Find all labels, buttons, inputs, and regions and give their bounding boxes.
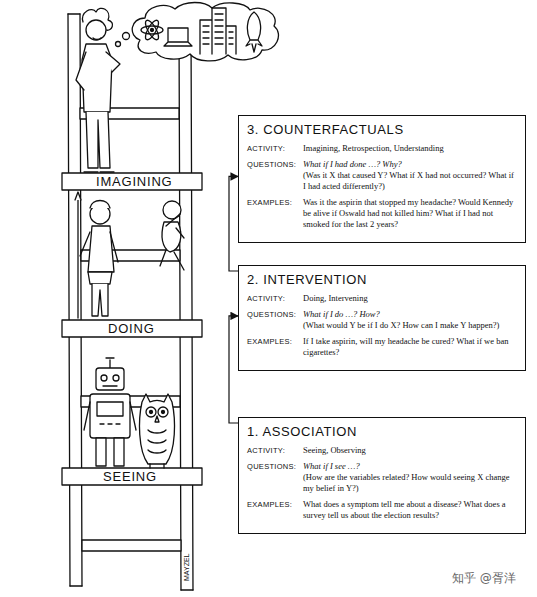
- ladder-plank: [62, 173, 202, 485]
- rung-label: DOING: [108, 321, 155, 336]
- field-value: Doing, Intervening: [303, 293, 517, 304]
- field-row: ACTIVITY:Seeing, Observing: [247, 445, 517, 456]
- field-value: What does a symptom tell me about a dise…: [303, 499, 517, 521]
- field-value: What if I do …? How?: [303, 309, 517, 320]
- field-label: EXAMPLES:: [247, 499, 303, 521]
- field-value-group: Was it the aspirin that stopped my heada…: [303, 197, 517, 230]
- field-label: ACTIVITY:: [247, 445, 303, 456]
- field-label: ACTIVITY:: [247, 293, 303, 304]
- level-heading: 3. COUNTERFACTUALS: [247, 122, 517, 137]
- field-row: EXAMPLES:What does a symptom tell me abo…: [247, 499, 517, 521]
- field-label: QUESTIONS:: [247, 461, 303, 494]
- field-row: QUESTIONS:What if I do …? How?(What woul…: [247, 309, 517, 331]
- field-row: EXAMPLES:Was it the aspirin that stopped…: [247, 197, 517, 230]
- association-box: 1. ASSOCIATION ACTIVITY:Seeing, Observing…: [238, 417, 526, 534]
- thought-bubble: [116, 3, 279, 61]
- level-heading: 2. INTERVENTION: [247, 272, 517, 287]
- einstein-figure: [76, 8, 120, 172]
- field-row: QUESTIONS:What if I had done …? Why?(Was…: [247, 159, 517, 192]
- field-value: If I take aspirin, will my headache be c…: [303, 336, 517, 358]
- robot-figure: [84, 358, 136, 466]
- field-value: Seeing, Observing: [303, 445, 517, 456]
- field-label: QUESTIONS:: [247, 309, 303, 331]
- ladder-rail: [179, 28, 193, 590]
- field-value-group: Doing, Intervening: [303, 293, 517, 304]
- field-row: EXAMPLES:If I take aspirin, will my head…: [247, 336, 517, 358]
- rung-label: IMAGINING: [96, 174, 173, 189]
- owl-figure: [140, 394, 175, 468]
- field-value-group: What does a symptom tell me about a dise…: [303, 499, 517, 521]
- field-value: (How are the variables related? How woul…: [303, 472, 517, 494]
- field-value: What if I had done …? Why?: [303, 159, 517, 170]
- intervention-box: 2. INTERVENTION ACTIVITY:Doing, Interveni…: [238, 265, 526, 371]
- field-value-group: What if I do …? How?(What would Y be if …: [303, 309, 517, 331]
- field-label: EXAMPLES:: [247, 197, 303, 230]
- field-value-group: What if I see …?(How are the variables r…: [303, 461, 517, 494]
- field-value: What if I see …?: [303, 461, 517, 472]
- field-row: ACTIVITY:Doing, Intervening: [247, 293, 517, 304]
- caveman-figure: [75, 192, 118, 318]
- field-value-group: Imagining, Retrospection, Understanding: [303, 143, 517, 154]
- rung-label: SEEING: [103, 469, 157, 484]
- counterfactuals-box: 3. COUNTERFACTUALS ACTIVITY:Imagining, Re…: [238, 115, 526, 243]
- field-label: ACTIVITY:: [247, 143, 303, 154]
- artist-signature: MAYZEL: [183, 553, 190, 583]
- level-arrow: [229, 316, 238, 423]
- field-label: EXAMPLES:: [247, 336, 303, 358]
- field-value-group: What if I had done …? Why?(Was it X that…: [303, 159, 517, 192]
- baby-figure: [160, 201, 184, 270]
- field-label: QUESTIONS:: [247, 159, 303, 192]
- ladder-rail: [68, 14, 82, 586]
- level-heading: 1. ASSOCIATION: [247, 424, 517, 439]
- field-value: Imagining, Retrospection, Understanding: [303, 143, 517, 154]
- field-value: Was it the aspirin that stopped my heada…: [303, 197, 517, 230]
- field-row: QUESTIONS:What if I see …?(How are the v…: [247, 461, 517, 494]
- field-value-group: If I take aspirin, will my headache be c…: [303, 336, 517, 358]
- field-value: (Was it X that caused Y? What if X had n…: [303, 170, 517, 192]
- watermark: 知乎 @胥洋: [452, 570, 516, 587]
- field-value: (What would Y be if I do X? How can I ma…: [303, 320, 517, 331]
- field-row: ACTIVITY:Imagining, Retrospection, Under…: [247, 143, 517, 154]
- level-arrow: [229, 176, 238, 271]
- field-value-group: Seeing, Observing: [303, 445, 517, 456]
